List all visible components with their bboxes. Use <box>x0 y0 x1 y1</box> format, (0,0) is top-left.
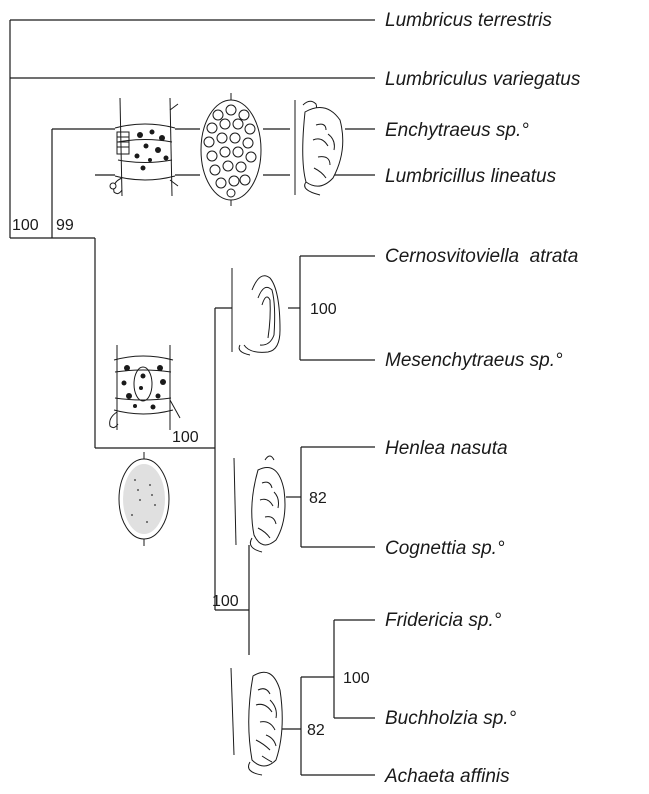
support-value: 100 <box>172 429 199 446</box>
achaeta-group-spermatheca-illustration <box>231 668 282 775</box>
taxon-label: Lumbricillus lineatus <box>385 166 557 187</box>
taxon-label: Mesenchytraeus sp.° <box>385 350 563 371</box>
taxon-label: Lumbriculus variegatus <box>385 69 581 90</box>
support-value: 100 <box>212 593 239 610</box>
support-values: 100 99 100 100 82 100 82 100 <box>12 217 370 739</box>
taxon-label: Enchytraeus sp.° <box>385 120 529 141</box>
taxon-label: Achaeta affinis <box>384 766 510 787</box>
cern-mesen-spermatheca-illustration <box>232 268 280 355</box>
taxon-label: Cernosvitoviella atrata <box>385 246 578 267</box>
taxon-label: Lumbricus terrestris <box>385 10 552 31</box>
support-value: 82 <box>307 722 325 739</box>
support-value: 100 <box>12 217 39 234</box>
taxon-label: Cognettia sp.° <box>385 538 505 559</box>
taxon-label: Fridericia sp.° <box>385 610 502 631</box>
enchytraeus-body-illustration <box>110 98 178 196</box>
enchytraeus-cocoon-illustration <box>201 93 261 206</box>
enchytraeus-spermatheca-illustration <box>295 100 343 195</box>
support-value: 100 <box>310 301 337 318</box>
taxon-labels: Lumbricus terrestris Lumbriculus variega… <box>384 10 581 787</box>
support-value: 82 <box>309 490 327 507</box>
taxon-label: Henlea nasuta <box>385 438 508 459</box>
support-value: 99 <box>56 217 74 234</box>
core-clade-cocoon-illustration <box>119 452 169 546</box>
taxon-label: Buchholzia sp.° <box>385 708 517 729</box>
core-clade-body-illustration <box>110 345 180 430</box>
support-value: 100 <box>343 670 370 687</box>
henlea-cognettia-spermatheca-illustration <box>234 456 285 552</box>
